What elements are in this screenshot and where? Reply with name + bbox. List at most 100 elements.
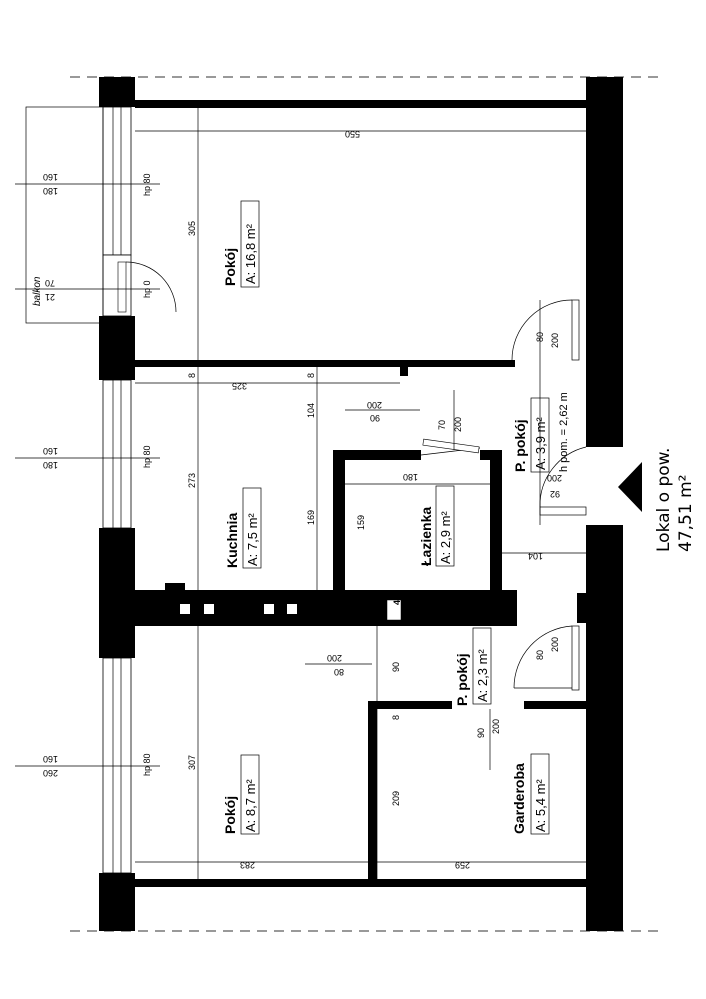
wall-stub-1 bbox=[400, 360, 408, 376]
wall-bath-top-1 bbox=[333, 450, 421, 460]
dim-8b: 8 bbox=[306, 373, 316, 378]
dimension-lines bbox=[135, 108, 586, 879]
dim-80a: 80 bbox=[535, 332, 545, 342]
dim-200b: 200 bbox=[453, 417, 463, 432]
window-dimension-lines bbox=[15, 183, 160, 767]
dim-283: 283 bbox=[240, 860, 255, 870]
room-6-name: Pokój bbox=[222, 796, 238, 834]
window-1 bbox=[102, 106, 132, 256]
title-line-2: 47,51 m² bbox=[676, 475, 696, 552]
room-3-area: A: 2,9 m² bbox=[438, 511, 453, 564]
window-2-bottom: 180 bbox=[43, 460, 58, 470]
wall-pokoj-garderoba bbox=[368, 701, 377, 879]
window-2 bbox=[102, 379, 132, 529]
room-2-name: Kuchnia bbox=[224, 513, 240, 568]
window-2-top: 160 bbox=[43, 446, 58, 456]
dimension-labels: 550 305 8 8 325 104 273 169 159 200 90 7… bbox=[187, 129, 562, 870]
room-labels: Pokój A: 16,8 m² Kuchnia A: 7,5 m² Łazie… bbox=[222, 200, 570, 835]
window-1-top: 160 bbox=[43, 172, 58, 182]
balcony-outline bbox=[25, 106, 104, 324]
dim-70: 70 bbox=[437, 420, 447, 430]
window-1-sill: hp 80 bbox=[142, 173, 152, 196]
dim-305: 305 bbox=[187, 221, 197, 236]
window-3 bbox=[102, 657, 132, 874]
doors bbox=[420, 299, 623, 691]
dim-90c: 90 bbox=[476, 728, 486, 738]
room-5-area: A: 2,3 m² bbox=[475, 649, 490, 702]
dim-550: 550 bbox=[345, 129, 360, 139]
dim-90a: 90 bbox=[370, 413, 380, 423]
wall-garderoba-top-1 bbox=[372, 701, 452, 709]
dim-200f: 200 bbox=[327, 653, 342, 663]
dim-200c: 200 bbox=[550, 333, 560, 348]
room-5-name: P. pokój bbox=[454, 653, 470, 706]
balcony-door-sill: hp 0 bbox=[142, 280, 152, 298]
wall-top bbox=[135, 100, 586, 108]
chimney-label: 44 bbox=[392, 595, 402, 605]
entrance-arrow-icon bbox=[618, 462, 642, 512]
wall-central-stub bbox=[165, 583, 185, 626]
wall-bath-left bbox=[333, 450, 345, 590]
balcony-label: balkon bbox=[32, 276, 43, 306]
dim-273: 273 bbox=[187, 473, 197, 488]
dim-307: 307 bbox=[187, 755, 197, 770]
wall-garderoba-top-2 bbox=[524, 701, 586, 709]
dim-8a: 8 bbox=[187, 373, 197, 378]
dim-169: 169 bbox=[306, 510, 316, 525]
window-2-sill: hp 80 bbox=[142, 445, 152, 468]
wall-left-pillar-3 bbox=[99, 528, 135, 658]
wall-bottom bbox=[135, 879, 586, 887]
dim-325: 325 bbox=[232, 381, 247, 391]
walls bbox=[99, 77, 623, 931]
balcony-door-bottom: 21 bbox=[45, 292, 55, 302]
room-4-note: h pom. = 2,62 m bbox=[558, 392, 570, 472]
dim-90b: 90 bbox=[391, 662, 401, 672]
dim-200a: 200 bbox=[367, 400, 382, 410]
room-2-area: A: 7,5 m² bbox=[245, 513, 260, 566]
wall-pokoj-kuchnia bbox=[135, 360, 515, 367]
room-7-name: Garderoba bbox=[511, 763, 527, 834]
dim-200e: 200 bbox=[550, 637, 560, 652]
window-labels: 160 180 hp 80 70 21 hp 0 160 180 hp 80 1… bbox=[32, 172, 152, 778]
dim-259: 259 bbox=[455, 860, 470, 870]
window-1-bottom: 180 bbox=[43, 186, 58, 196]
room-6-area: A: 8,7 m² bbox=[243, 779, 258, 832]
wall-left-pillar-2 bbox=[99, 316, 135, 380]
dim-209: 209 bbox=[391, 791, 401, 806]
dim-200g: 200 bbox=[491, 719, 501, 734]
room-4-name: P. pokój bbox=[512, 419, 528, 472]
vent-3 bbox=[264, 604, 274, 614]
dim-80c: 80 bbox=[334, 667, 344, 677]
wall-central bbox=[135, 590, 517, 626]
wall-left-pillar-4 bbox=[99, 873, 135, 931]
title-line-1: Lokal o pow. bbox=[654, 448, 674, 552]
balcony-door bbox=[102, 254, 132, 317]
dim-159: 159 bbox=[356, 515, 366, 530]
window-3-sill: hp 80 bbox=[142, 753, 152, 776]
balcony-door-top: 70 bbox=[45, 278, 55, 288]
room-1-area: A: 16,8 m² bbox=[243, 223, 258, 284]
windows bbox=[102, 106, 177, 874]
room-1-name: Pokój bbox=[222, 248, 238, 286]
vent-2 bbox=[204, 604, 214, 614]
wall-left-pillar-1 bbox=[99, 77, 135, 107]
wall-right-upper bbox=[586, 77, 623, 447]
dim-92: 92 bbox=[550, 489, 560, 499]
room-7-area: A: 5,4 m² bbox=[533, 779, 548, 832]
chimney-box bbox=[386, 599, 402, 621]
wall-right-stub bbox=[577, 593, 586, 623]
room-3-name: Łazienka bbox=[418, 507, 434, 566]
room-4-area: A: 3,9 m² bbox=[533, 417, 548, 470]
wall-bath-right bbox=[490, 450, 502, 590]
window-3-top: 160 bbox=[43, 754, 58, 764]
dim-80b: 80 bbox=[535, 650, 545, 660]
window-3-bottom: 260 bbox=[43, 768, 58, 778]
vent-4 bbox=[287, 604, 297, 614]
dim-104: 104 bbox=[306, 403, 316, 418]
dim-200d: 200 bbox=[547, 473, 562, 483]
dim-8c: 8 bbox=[391, 715, 401, 720]
dim-104b: 104 bbox=[528, 551, 543, 561]
vent-1 bbox=[180, 604, 190, 614]
wall-right-lower bbox=[586, 525, 623, 931]
